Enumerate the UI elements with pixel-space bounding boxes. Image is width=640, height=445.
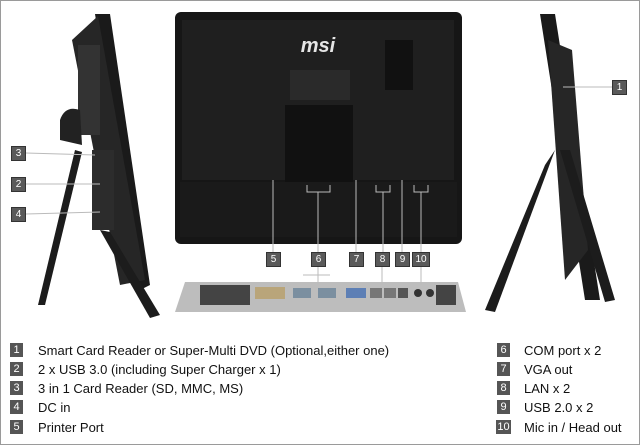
leader-lines xyxy=(25,86,612,285)
callout-5: 5 xyxy=(266,252,281,267)
callout-4: 4 xyxy=(11,207,26,222)
legend-text: Smart Card Reader or Super-Multi DVD (Op… xyxy=(38,343,390,358)
legend-num: 2 xyxy=(10,362,23,376)
right-side-view xyxy=(485,14,615,312)
callout-10: 10 xyxy=(412,252,430,267)
legend-num: 1 xyxy=(10,343,23,357)
legend-text: 3 in 1 Card Reader (SD, MMC, MS) xyxy=(38,381,244,396)
msi-logo: msi xyxy=(301,35,336,57)
legend-num: 10 xyxy=(496,420,511,434)
legend-num: 5 xyxy=(10,420,23,434)
legend-num: 3 xyxy=(10,381,23,395)
product-views: msi xyxy=(25,12,615,318)
back-view: msi xyxy=(175,12,462,244)
legend-text: DC in xyxy=(38,400,71,415)
legend-num: 8 xyxy=(497,381,510,395)
callout-8: 8 xyxy=(375,252,390,267)
callout-7: 7 xyxy=(349,252,364,267)
callout-6: 6 xyxy=(311,252,326,267)
legend-num: 7 xyxy=(497,362,510,376)
legend-num: 6 xyxy=(497,343,510,357)
callout-9: 9 xyxy=(395,252,410,267)
callout-3: 3 xyxy=(11,146,26,161)
legend-text: LAN x 2 xyxy=(524,381,571,396)
legend-num: 4 xyxy=(10,400,23,414)
legend-text: 2 x USB 3.0 (including Super Charger x 1… xyxy=(38,362,281,377)
legend-num: 9 xyxy=(497,400,510,414)
callout-2: 2 xyxy=(11,177,26,192)
legend-text: USB 2.0 x 2 xyxy=(524,400,594,415)
callout-1: 1 xyxy=(612,80,627,95)
stand-bottom-view xyxy=(175,282,466,312)
legend-text: Mic in / Head out xyxy=(524,420,622,435)
legend-text: COM port x 2 xyxy=(524,343,602,358)
legend-text: VGA out xyxy=(524,362,573,377)
legend-text: Printer Port xyxy=(38,420,104,435)
left-side-view xyxy=(38,14,160,318)
